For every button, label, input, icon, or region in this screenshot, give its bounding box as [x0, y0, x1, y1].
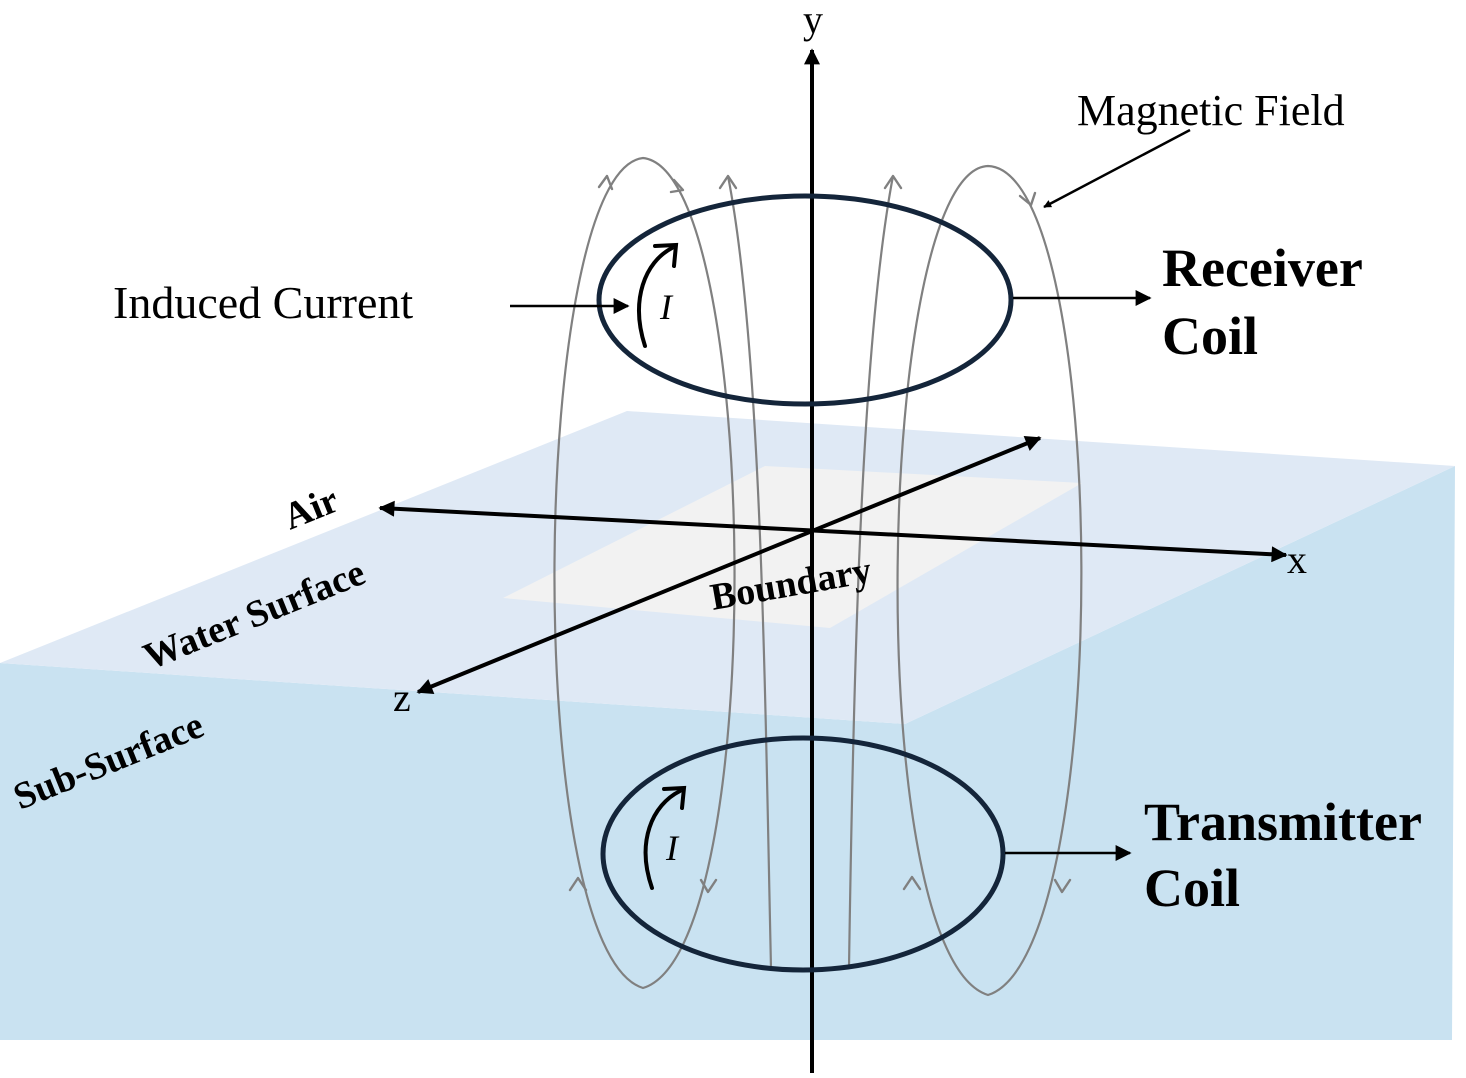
receiver-current-arc [637, 246, 674, 348]
transmitter-coil [600, 735, 1006, 973]
sub-surface-volume [0, 466, 1455, 1040]
receiver-label-line2: Coil [1162, 306, 1258, 366]
transmitter-label-line2: Coil [1144, 858, 1240, 918]
axes [378, 48, 1288, 1073]
receiver-label-line1: Receiver [1162, 238, 1363, 298]
field-direction-arrows [568, 174, 1072, 894]
magnetic-field-label: Magnetic Field [1077, 86, 1345, 135]
transmitter-current-symbol: I [665, 828, 680, 868]
current-arrows [637, 242, 687, 890]
z-axis-label: z [393, 675, 411, 720]
receiver-current-symbol: I [659, 287, 674, 327]
field-line-right-outer [896, 164, 1083, 997]
receiver-coil [596, 193, 1014, 407]
field-line-left-outer [553, 156, 736, 990]
induced-current-label: Induced Current [113, 277, 413, 328]
transmitter-current-arrowhead [662, 785, 687, 810]
y-axis-label: y [803, 0, 823, 42]
magnetic-field-pointer [1043, 128, 1191, 209]
pointer-arrows [510, 128, 1191, 861]
z-axis [416, 436, 1042, 694]
transmitter-current-arc [643, 789, 682, 890]
receiver-current-arrowhead [653, 242, 679, 268]
x-axis-label: x [1287, 537, 1307, 582]
transmitter-label-line1: Transmitter [1144, 792, 1422, 852]
